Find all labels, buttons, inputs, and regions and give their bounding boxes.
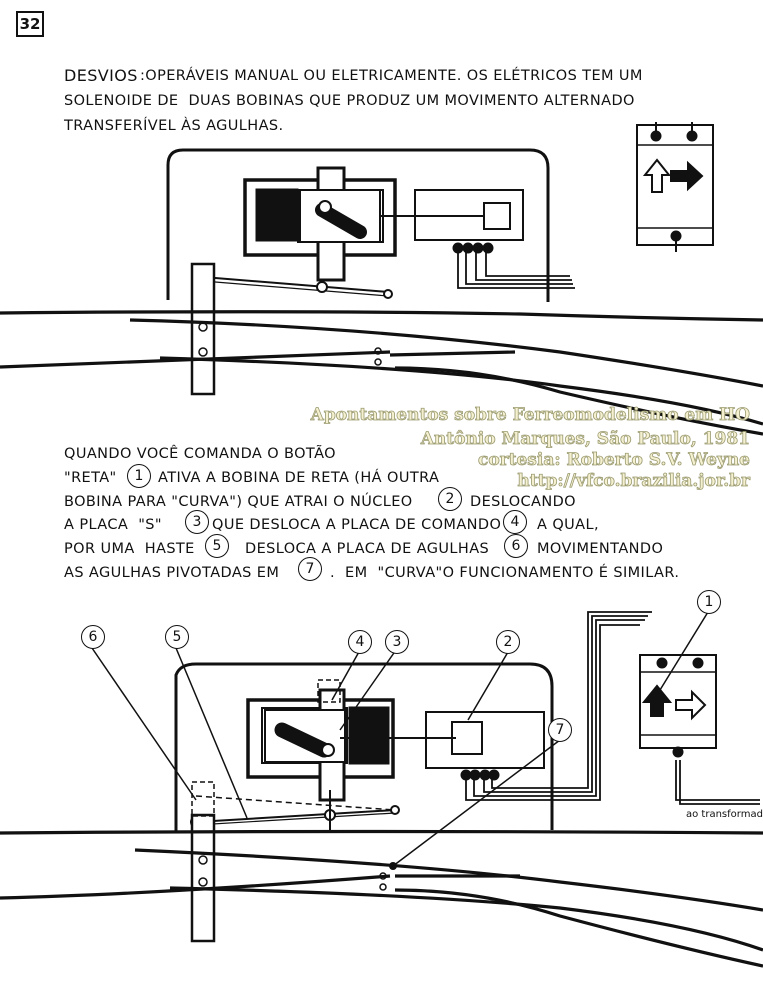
explanation-line-6b: . EM "CURVA"O FUNCIONAMENTO É SIMILAR. (330, 565, 680, 581)
watermark-line-3: cortesia: Roberto S.V. Weyne (477, 450, 751, 471)
inline-callout-2: 2 (438, 487, 462, 511)
explanation-line-5a: POR UMA HASTE (64, 541, 195, 557)
top-control-box (636, 122, 714, 252)
explanation-line-5b: DESLOCA A PLACA DE AGULHAS (245, 541, 490, 557)
top-s-plate (315, 203, 367, 239)
top-coil-box (414, 189, 524, 241)
inline-callout-7: 7 (298, 557, 322, 581)
top-rail-straight-1 (0, 310, 763, 322)
inline-callout-5: 5 (205, 534, 229, 558)
callout-5: 5 (165, 625, 189, 649)
callout-7: 7 (548, 718, 572, 742)
top-rail-diverging-2 (159, 356, 763, 426)
explanation-line-3a: BOBINA PARA "CURVA") QUE ATRAI O NÚCLEO (64, 494, 413, 510)
bottom-rail-straight-1 (0, 829, 763, 835)
top-rail-straight-2 (129, 318, 763, 388)
explanation-line-6a: AS AGULHAS PIVOTADAS EM (64, 565, 280, 581)
watermark-line-2: Antônio Marques, São Paulo, 1981 (420, 429, 750, 450)
heading-line-2: SOLENOIDE DE DUAS BOBINAS QUE PRODUZ UM … (64, 93, 635, 109)
heading-line-1: :OPERÁVEIS MANUAL OU ELETRICAMENTE. OS E… (140, 68, 643, 84)
heading-title: DESVIOS (64, 66, 138, 85)
leader-1 (659, 611, 709, 691)
explanation-line-3b: DESLOCANDO (470, 494, 576, 510)
inline-callout-1: 1 (127, 464, 151, 488)
page-number: 32 (16, 11, 44, 37)
inline-callout-3: 3 (185, 510, 209, 534)
callout-1: 1 (697, 590, 721, 614)
leader-2 (467, 651, 509, 721)
callout-6: 6 (81, 625, 105, 649)
leader-3 (339, 649, 397, 731)
explanation-line-4b: QUE DESLOCA A PLACA DE COMANDO (212, 517, 502, 533)
top-right-arrow-icon (670, 160, 704, 192)
top-throw-post (190, 262, 216, 396)
explanation-line-5c: MOVIMENTANDO (537, 541, 664, 557)
top-housing-outline (166, 148, 550, 302)
bottom-rail-diverging-1 (0, 874, 391, 900)
callout-2: 2 (496, 630, 520, 654)
inline-callout-4: 4 (503, 510, 527, 534)
top-up-arrow-icon (642, 158, 672, 193)
leader-6 (91, 647, 197, 801)
bottom-s-plate (274, 722, 332, 758)
top-rail-diverging-1 (0, 350, 391, 369)
bottom-housing-outline (174, 662, 554, 832)
leader-4 (331, 649, 361, 701)
bottom-up-arrow-icon (641, 684, 673, 717)
watermark-line-1: Apontamentos sobre Ferreomodelismo em HO (310, 405, 750, 426)
heading-line-3: TRANSFERÍVEL ÀS AGULHAS. (64, 118, 284, 134)
explanation-line-2b: ATIVA A BOBINA DE RETA (HÁ OUTRA (158, 470, 440, 486)
leader-5 (175, 647, 248, 819)
explanation-line-4a: A PLACA "S" (64, 517, 162, 533)
bottom-rail-straight-2 (134, 848, 763, 912)
callout-4: 4 (348, 630, 372, 654)
watermark-line-4: http://vfco.brazilia.jor.br (517, 471, 750, 492)
bottom-right-arrow-icon (675, 689, 707, 721)
explanation-line-1: QUANDO VOCÊ COMANDA O BOTÃO (64, 446, 336, 462)
explanation-line-4c: A QUAL, (537, 517, 599, 533)
explanation-line-2a: "RETA" (64, 470, 117, 486)
to-transformer-label: ao transformador (686, 809, 763, 820)
bottom-rail-diverging-2 (169, 886, 763, 952)
leader-7 (392, 739, 561, 867)
bottom-control-box (639, 654, 717, 758)
bottom-coil-box (425, 711, 545, 769)
inline-callout-6: 6 (504, 534, 528, 558)
callout-3: 3 (385, 630, 409, 654)
